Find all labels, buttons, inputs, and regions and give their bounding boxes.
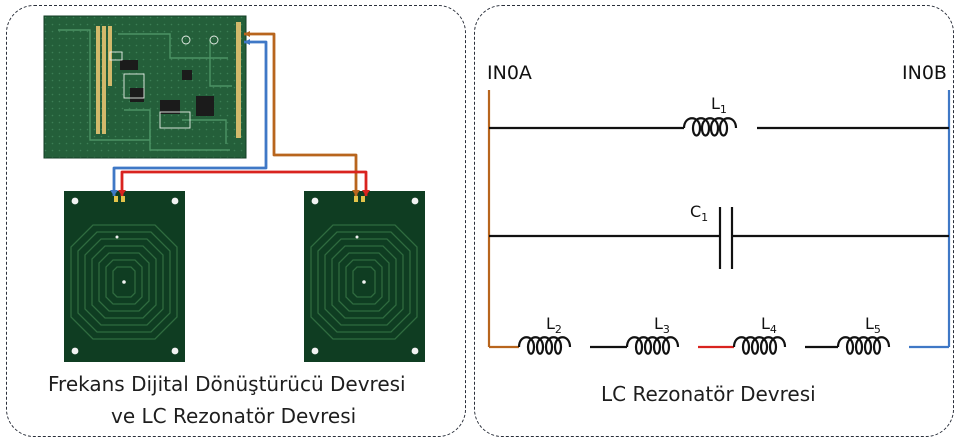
- jumper-wires: [110, 31, 370, 196]
- wire-orange: [244, 32, 358, 196]
- capacitor-c1: [489, 207, 949, 269]
- pcb-silkscreen: [109, 35, 219, 129]
- left-caption-line1: Frekans Dijital Dönüştürücü Devresi: [48, 372, 406, 396]
- label-l1: L1: [711, 94, 727, 117]
- right-caption: LC Rezonatör Devresi: [601, 382, 816, 406]
- inductor-l4: [732, 336, 787, 355]
- label-l5: L5: [865, 314, 881, 337]
- wire-blue: [112, 40, 268, 196]
- inductor-l3: [625, 336, 680, 355]
- terminal-a-label: IN0A: [487, 62, 532, 84]
- lc-schematic: [487, 90, 951, 355]
- pcb-traces: [58, 29, 232, 151]
- label-c1: C1: [690, 202, 709, 225]
- converter-pcb: [43, 15, 247, 159]
- coil-board-right: [304, 191, 425, 362]
- left-caption-line2: ve LC Rezonatör Devresi: [111, 404, 357, 428]
- label-l3: L3: [654, 314, 670, 337]
- inductor-l2: [517, 336, 572, 355]
- right-panel: [474, 5, 954, 437]
- wire-red: [120, 170, 368, 196]
- terminal-b-label: IN0B: [902, 62, 947, 84]
- inductor-l1: [489, 117, 949, 137]
- pcb-chips: [120, 60, 214, 116]
- inductor-l5: [836, 336, 891, 355]
- label-l4: L4: [761, 314, 777, 337]
- label-l2: L2: [546, 314, 562, 337]
- coil-board-left: [64, 191, 185, 362]
